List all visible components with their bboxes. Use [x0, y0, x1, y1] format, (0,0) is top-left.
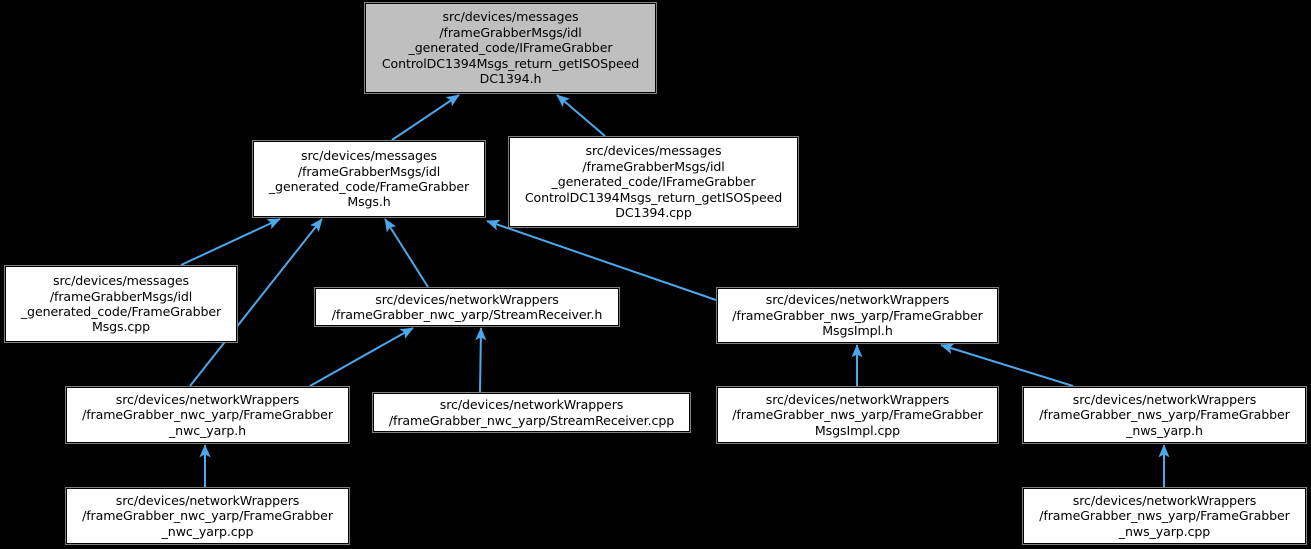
node-framegrabbermsgs_h[interactable]: src/devices/messages /frameGrabberMsgs/i… [252, 140, 486, 218]
node-iframegrabbercontroldc1394msgs_return_getisospeeddc1394_cpp[interactable]: src/devices/messages /frameGrabberMsgs/i… [508, 136, 799, 228]
node-streamreceiver_h[interactable]: src/devices/networkWrappers /frameGrabbe… [314, 287, 620, 327]
dependency-edge-framegrabbermsgs_cpp-to-framegrabbermsgs_h [180, 218, 281, 266]
dependency-edge-streamreceiver_cpp-to-streamreceiver_h [475, 327, 487, 393]
node-framegrabber_nws_yarp_h[interactable]: src/devices/networkWrappers /frameGrabbe… [1022, 386, 1307, 444]
node-streamreceiver_cpp[interactable]: src/devices/networkWrappers /frameGrabbe… [372, 392, 691, 433]
node-iframegrabbercontroldc1394msgs_return_getisospeeddc1394_h[interactable]: src/devices/messages /frameGrabberMsgs/i… [364, 2, 657, 94]
node-label-framegrabbermsgs_h: src/devices/messages /frameGrabberMsgs/i… [268, 148, 470, 210]
node-label-iframegrabbercontroldc1394msgs_return_getisospeeddc1394_h: src/devices/messages /frameGrabberMsgs/i… [381, 9, 640, 87]
dependency-edge-framegrabber_nws_yarp_h-to-framegrabbermsgsimpl_h [940, 343, 1074, 387]
dependency-edge-framegrabbermsgs_h-to-iframegrabbercontroldc1394msgs_return_getisospeeddc1394_h [391, 94, 460, 141]
node-label-framegrabbermsgsimpl_cpp: src/devices/networkWrappers /frameGrabbe… [732, 391, 983, 438]
node-framegrabbermsgsimpl_cpp[interactable]: src/devices/networkWrappers /frameGrabbe… [716, 386, 999, 444]
node-framegrabbermsgs_cpp[interactable]: src/devices/messages /frameGrabberMsgs/i… [4, 265, 238, 343]
node-label-framegrabber_nws_yarp_cpp: src/devices/networkWrappers /frameGrabbe… [1039, 492, 1290, 539]
node-label-streamreceiver_h: src/devices/networkWrappers /frameGrabbe… [331, 291, 603, 322]
node-label-framegrabber_nwc_yarp_cpp: src/devices/networkWrappers /frameGrabbe… [82, 492, 333, 539]
dependency-edge-iframegrabbercontroldc1394msgs_return_getisospeeddc1394_cpp-to-iframegrabbercontroldc1394msgs_return_getisospeeddc1394_h [556, 94, 606, 137]
node-label-iframegrabbercontroldc1394msgs_return_getisospeeddc1394_cpp: src/devices/messages /frameGrabberMsgs/i… [524, 143, 783, 221]
node-framegrabber_nwc_yarp_cpp[interactable]: src/devices/networkWrappers /frameGrabbe… [65, 487, 350, 545]
node-label-framegrabber_nwc_yarp_h: src/devices/networkWrappers /frameGrabbe… [82, 391, 333, 438]
node-framegrabbermsgsimpl_h[interactable]: src/devices/networkWrappers /frameGrabbe… [716, 287, 999, 344]
node-label-framegrabbermsgsimpl_h: src/devices/networkWrappers /frameGrabbe… [732, 292, 983, 339]
node-framegrabber_nwc_yarp_h[interactable]: src/devices/networkWrappers /frameGrabbe… [65, 386, 350, 444]
node-framegrabber_nws_yarp_cpp[interactable]: src/devices/networkWrappers /frameGrabbe… [1022, 487, 1307, 545]
dependency-edge-framegrabber_nwc_yarp_h-to-streamreceiver_h [309, 327, 414, 387]
dependency-edge-streamreceiver_h-to-framegrabbermsgs_h [384, 218, 429, 288]
node-label-framegrabber_nws_yarp_h: src/devices/networkWrappers /frameGrabbe… [1039, 391, 1290, 438]
node-label-framegrabbermsgs_cpp: src/devices/messages /frameGrabberMsgs/i… [20, 273, 222, 335]
node-label-streamreceiver_cpp: src/devices/networkWrappers /frameGrabbe… [388, 397, 675, 428]
